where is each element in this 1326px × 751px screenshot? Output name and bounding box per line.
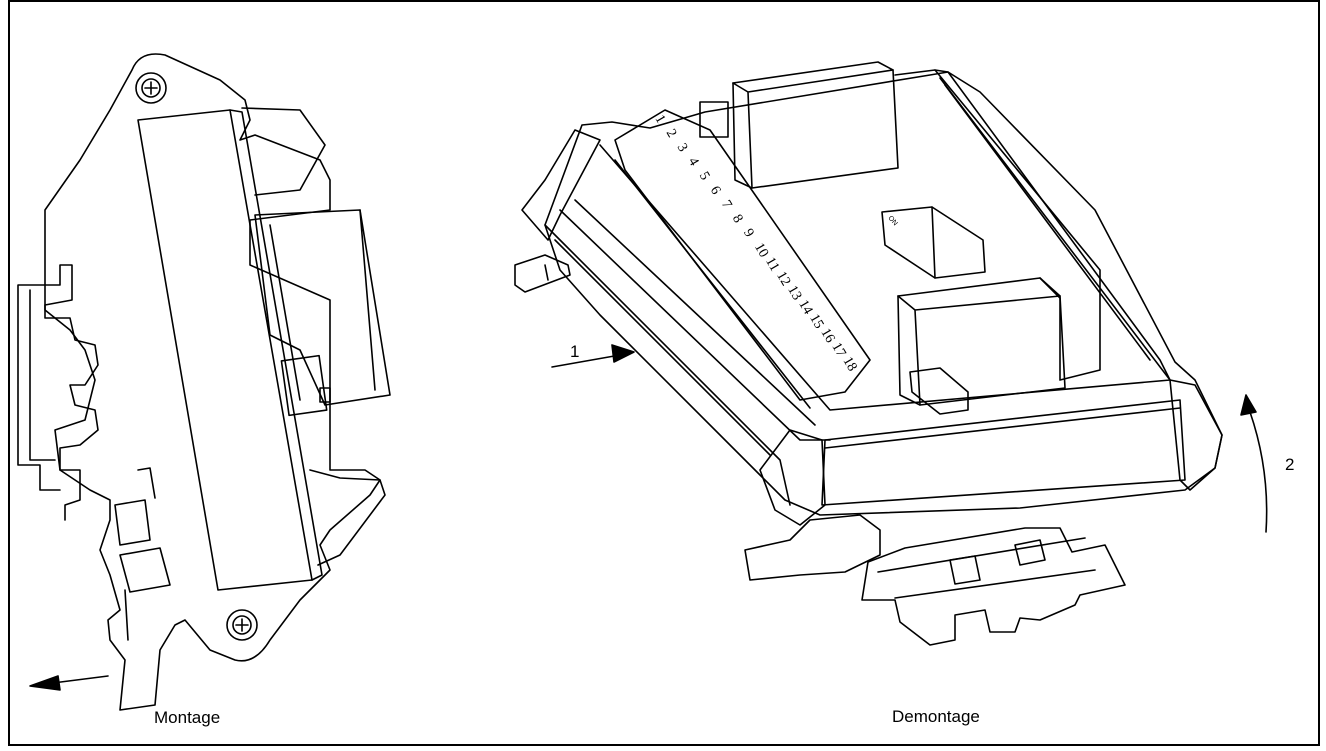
module-housing (544, 71, 1223, 516)
front-left-cap (759, 429, 826, 526)
terminal-number-11: 11 (762, 255, 782, 274)
demontage-perspective-view (514, 61, 1223, 646)
step-2-arrow (1240, 394, 1268, 533)
left-end-cap (521, 129, 601, 241)
relay-side-box-lines (269, 209, 376, 401)
terminal-strip (614, 109, 871, 401)
montage-caption: Montage (154, 708, 221, 727)
relay-box-top (732, 61, 899, 189)
terminal-number-16: 16 (817, 326, 837, 346)
top-terminal-wedge (241, 107, 326, 196)
side-connector (280, 354, 328, 417)
terminal-number-12: 12 (773, 269, 793, 289)
montage-side-view (17, 53, 391, 711)
top-screw-icon (135, 72, 167, 104)
dip-switch-small (909, 367, 969, 415)
terminal-number-7: 7 (718, 198, 734, 212)
relay-box-bottom (897, 277, 1066, 406)
terminal-number-13: 13 (784, 283, 804, 303)
din-rail (861, 527, 1126, 646)
terminal-number-14: 14 (795, 298, 815, 318)
montage-direction-arrow (29, 675, 109, 691)
terminal-number-5: 5 (696, 169, 712, 183)
terminal-number-10: 10 (751, 241, 771, 261)
front-right-cap (1169, 379, 1223, 491)
step-2-label: 2 (1285, 455, 1295, 474)
front-plate (137, 109, 313, 591)
front-end-face (821, 399, 1186, 506)
step-1-arrow (551, 344, 635, 368)
terminal-number-2: 2 (663, 127, 679, 141)
terminal-number-9: 9 (740, 226, 756, 240)
din-rail-inner-edge (29, 289, 56, 461)
terminal-number-6: 6 (707, 184, 723, 198)
housing-outline (44, 53, 381, 711)
step-1-label: 1 (570, 342, 580, 361)
left-snap-clip (514, 254, 571, 293)
din-rail-cutouts (949, 539, 1046, 585)
right-terminal-block (894, 69, 1101, 381)
housing-left-side (544, 224, 791, 506)
terminal-number-4: 4 (685, 155, 701, 169)
connector-small (699, 101, 729, 138)
demontage-caption: Demontage (892, 707, 980, 726)
din-rail-profile (17, 264, 99, 521)
terminal-number-18: 18 (840, 355, 860, 375)
front-snap-clip (744, 514, 881, 581)
terminal-number-8: 8 (729, 212, 745, 226)
terminal-number-17: 17 (828, 340, 848, 360)
terminal-number-3: 3 (674, 141, 690, 155)
bottom-terminal-wedge (309, 469, 386, 566)
terminal-number-15: 15 (806, 312, 826, 332)
dip-switch-on-label: ON (886, 215, 898, 228)
bottom-screw-icon (226, 609, 258, 641)
front-plate-side (229, 109, 323, 581)
lower-clip (114, 499, 171, 593)
front-profile (559, 199, 831, 441)
